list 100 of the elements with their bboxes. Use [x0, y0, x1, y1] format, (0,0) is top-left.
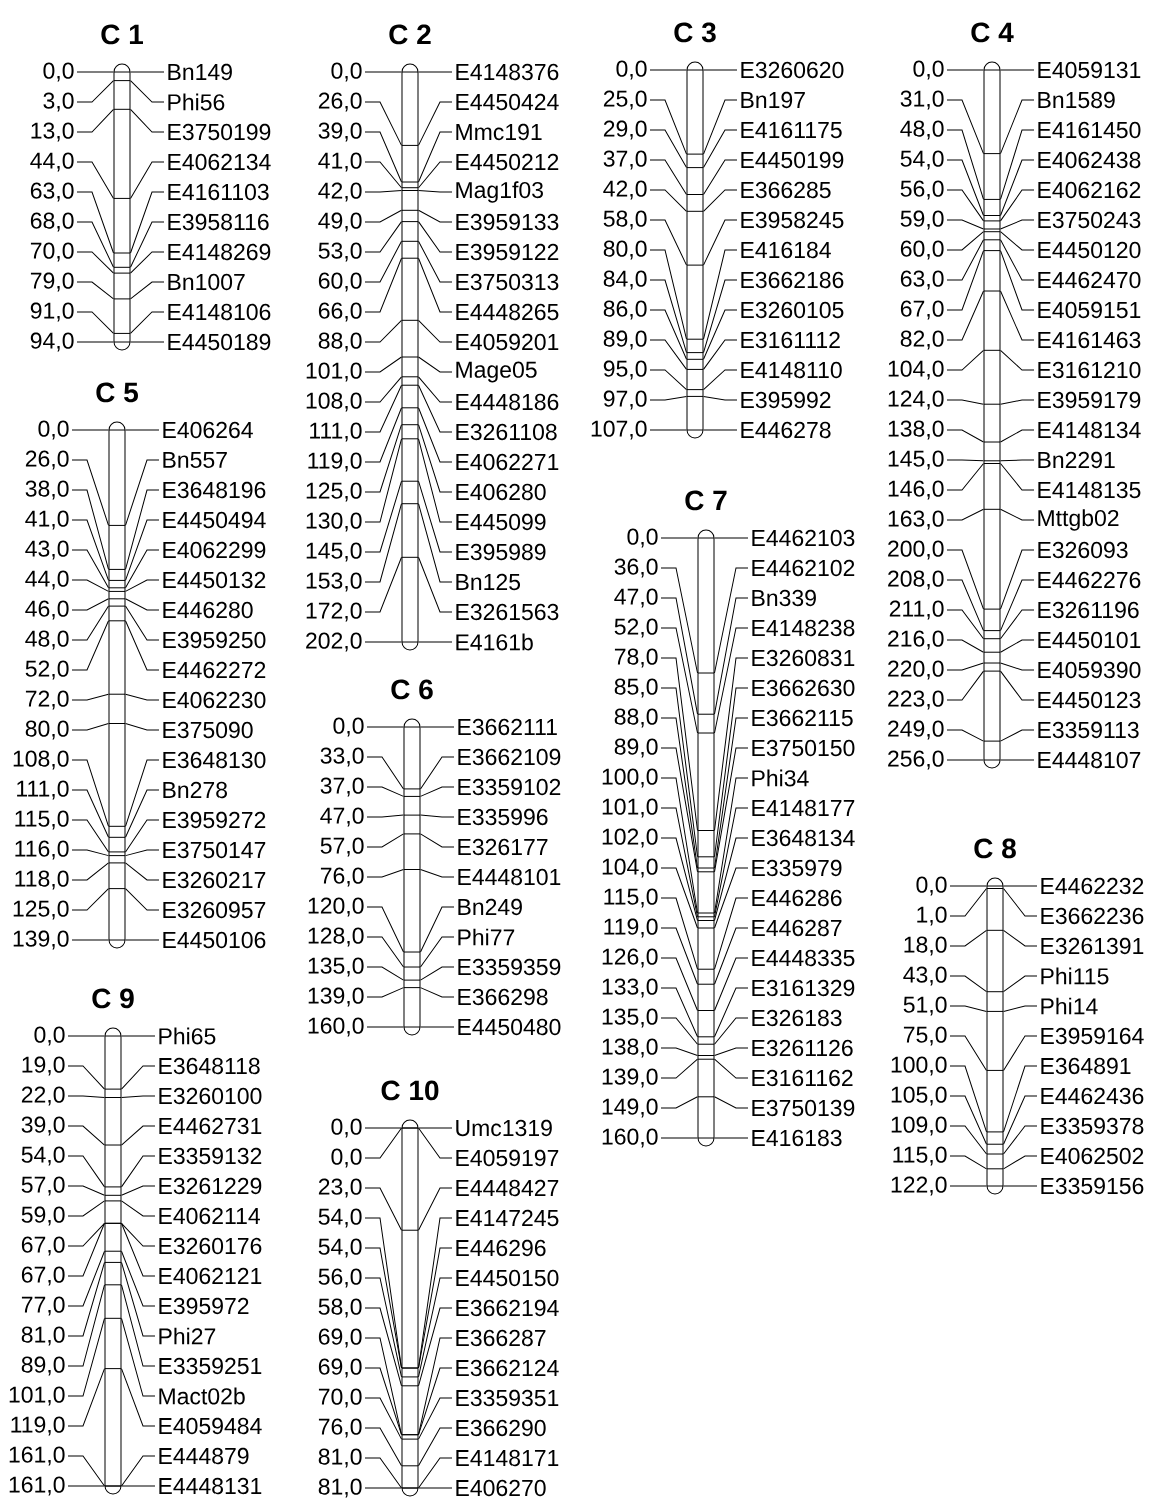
- map-position: 75,0: [903, 1026, 947, 1046]
- leader-line: [418, 71, 453, 73]
- marker-name: E3359113: [1038, 721, 1139, 739]
- leader-line: [125, 459, 160, 526]
- leader-line: [714, 837, 749, 921]
- map-position: 3,0: [43, 92, 74, 112]
- leader-line: [714, 1058, 749, 1079]
- marker-name: Umc1319: [456, 1119, 552, 1137]
- leader-line: [125, 888, 160, 911]
- leader-line: [67, 1065, 105, 1090]
- marker-name: Phi65: [159, 1027, 216, 1045]
- leader-line: [660, 927, 698, 985]
- leader-line: [71, 489, 109, 570]
- leader-line: [703, 309, 738, 360]
- leader-line: [418, 356, 453, 373]
- marker-name: Bn197: [741, 91, 805, 109]
- marker-name: E446287: [752, 919, 842, 937]
- map-position: 26,0: [318, 92, 362, 112]
- map-position: 0,0: [38, 420, 69, 440]
- map-position: 47,0: [320, 807, 364, 827]
- marker-name: E4450480: [458, 1018, 561, 1036]
- marker-name: E3959164: [1041, 1027, 1144, 1045]
- map-position: 133,0: [602, 978, 658, 998]
- map-position: 146,0: [888, 480, 944, 500]
- map-position: 161,0: [9, 1446, 65, 1466]
- marker-name: E3359359: [458, 958, 561, 976]
- map-position: 49,0: [318, 212, 362, 232]
- marker-name: Bn339: [752, 589, 816, 607]
- map-position: 29,0: [603, 120, 647, 140]
- leader-line: [1003, 975, 1038, 993]
- leader-line: [130, 251, 165, 274]
- leader-line: [364, 131, 402, 183]
- map-position: 44,0: [25, 570, 69, 590]
- leader-line: [364, 221, 402, 253]
- map-position: 42,0: [603, 180, 647, 200]
- leader-line: [714, 717, 749, 869]
- leader-line: [418, 190, 453, 193]
- map-position: 0,0: [913, 60, 944, 80]
- map-position: 72,0: [25, 690, 69, 710]
- leader-line: [130, 281, 165, 300]
- leader-line: [364, 209, 402, 223]
- marker-name: E4062230: [163, 691, 266, 709]
- leader-line: [949, 1065, 987, 1133]
- leader-line: [67, 1035, 105, 1037]
- map-position: 80,0: [25, 720, 69, 740]
- marker-name: E4450189: [168, 333, 271, 351]
- leader-line: [125, 862, 160, 881]
- map-position: 52,0: [25, 660, 69, 680]
- leader-line: [418, 384, 453, 433]
- leader-line: [71, 519, 109, 581]
- chromosome-bar: C 1: [101, 24, 143, 351]
- marker-name: E4147245: [456, 1209, 559, 1227]
- leader-line: [946, 459, 984, 462]
- leader-line: [1000, 459, 1035, 462]
- map-position: 216,0: [888, 630, 944, 650]
- map-position: 31,0: [900, 90, 944, 110]
- marker-name: E4161103: [168, 183, 269, 201]
- leader-line: [1003, 1065, 1038, 1133]
- leader-line: [364, 190, 402, 193]
- marker-name: E4462272: [163, 661, 266, 679]
- marker-name: E3260957: [163, 901, 266, 919]
- marker-name: E4448131: [159, 1477, 262, 1495]
- leader-line: [71, 549, 109, 589]
- leader-line: [71, 819, 109, 853]
- leader-line: [660, 537, 698, 539]
- map-position: 102,0: [602, 828, 658, 848]
- marker-name: E4148135: [1038, 481, 1141, 499]
- map-position: 172,0: [306, 602, 362, 622]
- leader-line: [1000, 579, 1035, 632]
- leader-line: [420, 756, 455, 790]
- map-position: 101,0: [9, 1386, 65, 1406]
- marker-name: E446280: [163, 601, 253, 619]
- leader-line: [714, 567, 749, 674]
- chromosome-bar: C 5: [96, 382, 138, 949]
- leader-line: [366, 833, 404, 848]
- chromosome-bar: C 9: [92, 988, 134, 1495]
- leader-line: [1000, 290, 1035, 341]
- leader-line: [660, 867, 698, 929]
- map-position: 111,0: [17, 780, 69, 800]
- leader-line: [1000, 609, 1035, 640]
- map-position: 18,0: [904, 936, 947, 956]
- map-position: 145,0: [306, 542, 362, 562]
- marker-name: E3958116: [168, 213, 269, 231]
- leader-line: [71, 605, 109, 641]
- marker-name: E3161210: [1038, 361, 1141, 379]
- map-position: 59,0: [900, 210, 944, 230]
- map-position: 111,0: [310, 422, 362, 442]
- leader-line: [660, 807, 698, 918]
- marker-name: E4059484: [159, 1417, 262, 1435]
- marker-name: E4450132: [163, 571, 266, 589]
- marker-name: E3260620: [741, 61, 844, 79]
- leader-line: [366, 814, 404, 818]
- marker-name: E3261563: [456, 603, 559, 621]
- map-position: 119,0: [308, 452, 362, 472]
- leader-line: [364, 480, 402, 553]
- map-position: 47,0: [614, 588, 658, 608]
- leader-line: [121, 1125, 156, 1146]
- leader-line: [660, 957, 698, 1011]
- leader-line: [71, 939, 109, 941]
- leader-line: [420, 833, 455, 848]
